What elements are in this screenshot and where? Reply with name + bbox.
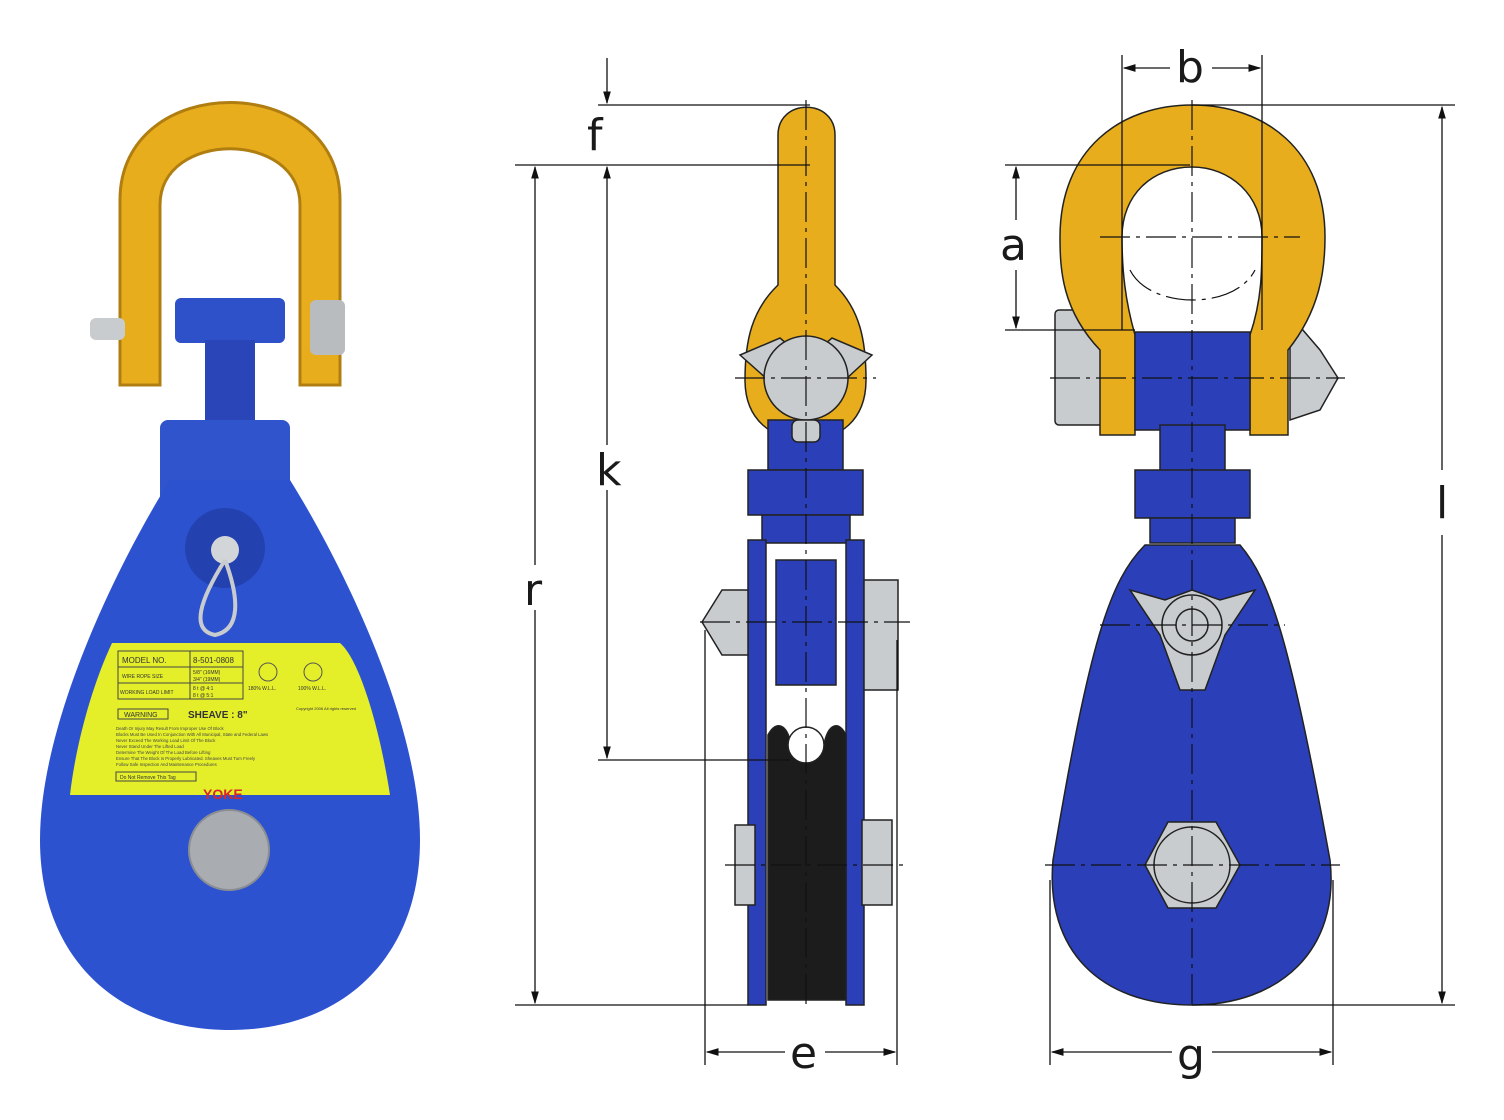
tag-do-not-remove: Do Not Remove This Tag [120, 775, 176, 781]
tag-wll-value: 8 t @ 5:1 [193, 693, 214, 699]
tag-wire-value: 3/4" (19MM) [193, 677, 221, 683]
photo-sheave-pin [188, 809, 270, 891]
tag-model-label: MODEL NO. [122, 656, 167, 665]
tag-reeve2: 100% W.L.L. [298, 686, 326, 692]
tag-sheave: SHEAVE : 8" [188, 710, 248, 721]
dim-label-e: e [790, 1028, 817, 1079]
side-plate-right [845, 539, 865, 1006]
tag-wll-value: 8 t @ 4:1 [193, 686, 214, 692]
side-lower-nut [861, 819, 893, 906]
front-shackle-nut [1289, 312, 1339, 422]
tag-bullet: Blocks Must Be Used In Conjunction With … [116, 732, 268, 737]
front-shackle [1059, 104, 1326, 436]
dim-label-b: b [1176, 42, 1204, 93]
side-plate-left [747, 539, 767, 1006]
front-view [1045, 100, 1345, 1010]
dim-label-k: k [596, 445, 622, 496]
tag-brand-logo: YOKE [203, 786, 243, 802]
product-photo: MODEL NO. 8-501-0808 WIRE ROPE SIZE 5/8"… [40, 101, 420, 1030]
dim-label-f: f [587, 110, 604, 161]
tag-wll-label: WORKING LOAD LIMIT [120, 690, 174, 696]
tag-wire-label: WIRE ROPE SIZE [122, 674, 164, 680]
tag-bullet: Follow Safe Inspection And Maintenance P… [116, 762, 217, 767]
dim-label-l: l [1436, 478, 1448, 529]
photo-shackle-pin-nut [310, 300, 345, 355]
tag-reeve1: 180% W.L.L. [248, 686, 276, 692]
photo-swivel-stem [205, 340, 255, 430]
dim-label-a: a [1000, 220, 1027, 271]
tag-bullet: Never Stand Under The Lifted Load [116, 744, 184, 749]
tag-model-value: 8-501-0808 [193, 656, 234, 665]
side-upper-nut [863, 579, 899, 691]
front-dimensions [1005, 55, 1455, 1065]
side-view [700, 100, 910, 1010]
dim-label-r: r [524, 565, 543, 616]
photo-swivel [175, 298, 285, 343]
photo-shackle-pin [90, 318, 125, 340]
photo-upper-pin [211, 536, 239, 564]
tag-bullet: Ensure That The Block Is Properly Lubric… [116, 756, 256, 761]
photo-tag-text: MODEL NO. 8-501-0808 WIRE ROPE SIZE 5/8"… [115, 650, 356, 802]
tag-wire-value: 5/8" (16MM) [193, 670, 221, 676]
tag-bullet: Death Or Injury May Result From Improper… [116, 726, 225, 731]
side-sheave [767, 725, 847, 1001]
photo-cotter-pin [198, 558, 238, 638]
dim-label-g: g [1177, 1030, 1205, 1081]
tag-warning: WARNING [124, 712, 158, 719]
tag-bullet: Never Exceed The Working Load Limit Of T… [116, 738, 216, 743]
tag-bullet: Determine The Weight Of The Load Before … [116, 750, 211, 755]
tag-copyright: Copyright 2006 All rights reserved [296, 706, 356, 711]
photo-shackle [118, 101, 342, 387]
